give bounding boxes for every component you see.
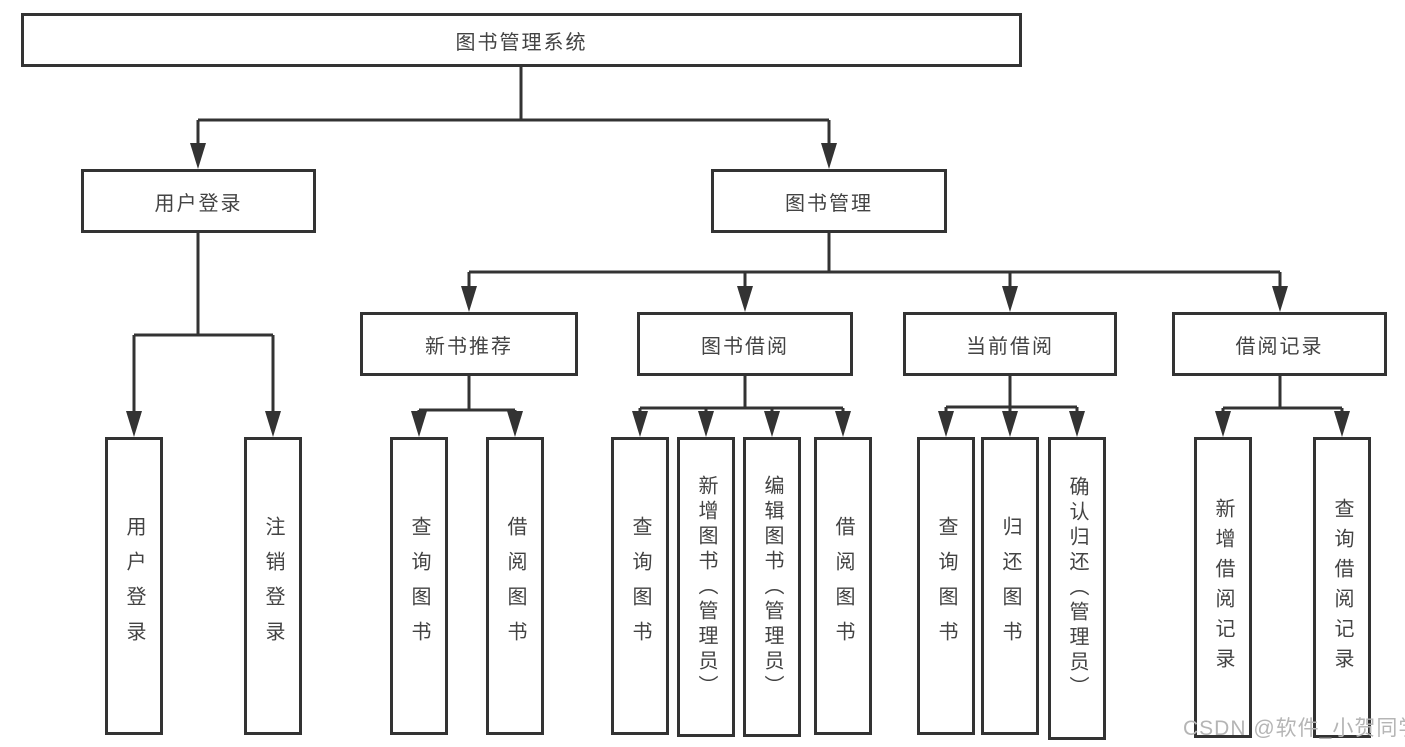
connector-user-login-children	[126, 233, 281, 437]
connector-borrow-records-children	[1215, 376, 1350, 437]
node-user-login-branch-label: 用户登录	[154, 192, 243, 215]
csdn-watermark: CSDN @软件_小贺同学	[1183, 717, 1405, 740]
connector-book-borrow-children	[632, 376, 851, 437]
node-root: 图书管理系统	[21, 13, 1022, 67]
node-book-management: 图书管理	[711, 169, 947, 233]
leaf-user-login: 用户登录	[105, 437, 163, 735]
node-book-borrow-label: 图书借阅	[701, 335, 789, 358]
leaf-logout: 注销登录	[244, 437, 302, 735]
node-current-borrow-label: 当前借阅	[966, 335, 1054, 358]
node-root-label: 图书管理系统	[455, 31, 588, 54]
node-new-book-recommend: 新书推荐	[360, 312, 578, 376]
leaf-edit-book-admin: 编辑图书（管理员）	[743, 437, 801, 737]
leaf-borrow-books: 借阅图书	[814, 437, 872, 735]
node-new-book-recommend-label: 新书推荐	[425, 335, 513, 358]
node-user-login-branch: 用户登录	[81, 169, 316, 233]
leaf-query-books-recommend: 查询图书	[390, 437, 448, 735]
connector-book-mgmt-to-level3	[461, 233, 1288, 312]
node-book-borrow: 图书借阅	[637, 312, 853, 376]
leaf-add-borrow-record: 新增借阅记录	[1194, 437, 1252, 738]
node-book-management-label: 图书管理	[785, 192, 873, 215]
leaf-query-books-current: 查询图书	[917, 437, 975, 735]
connector-current-borrow-children	[938, 376, 1085, 437]
leaf-query-books-borrow: 查询图书	[611, 437, 669, 735]
connector-root-to-level2	[190, 64, 837, 169]
leaf-confirm-return-admin: 确认归还（管理员）	[1048, 437, 1106, 740]
leaf-add-book-admin: 新增图书（管理员）	[677, 437, 735, 737]
connector-new-book-children	[411, 376, 523, 437]
node-borrow-records: 借阅记录	[1172, 312, 1387, 376]
leaf-borrow-books-recommend: 借阅图书	[486, 437, 544, 735]
leaf-query-borrow-record: 查询借阅记录	[1313, 437, 1371, 738]
node-borrow-records-label: 借阅记录	[1235, 335, 1324, 358]
node-current-borrow: 当前借阅	[903, 312, 1117, 376]
leaf-return-book: 归还图书	[981, 437, 1039, 735]
